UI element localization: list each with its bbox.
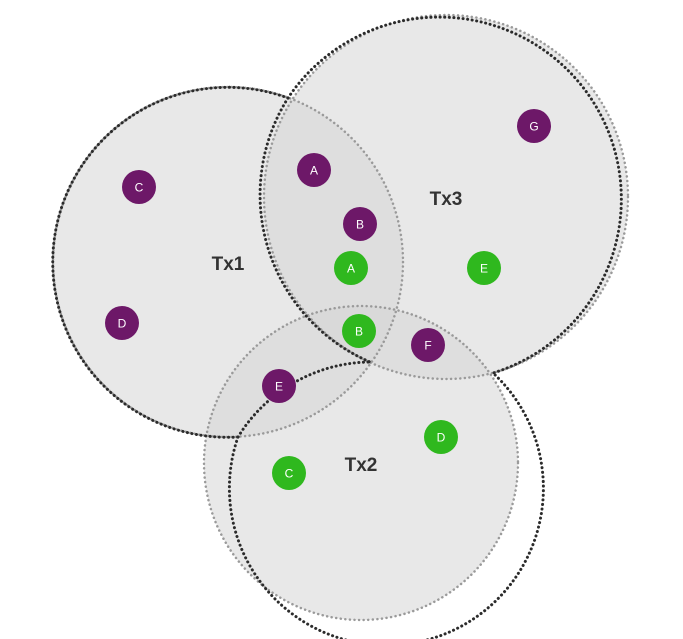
node-e-purple-label: E (275, 380, 283, 394)
node-d-green-label: D (437, 431, 446, 445)
tx2-label: Tx2 (345, 455, 378, 476)
node-c-green-dot (272, 456, 306, 490)
node-c-purple: C (122, 170, 156, 204)
node-b-purple-dot (343, 207, 377, 241)
node-b-green-dot (342, 314, 376, 348)
node-b-purple-label: B (356, 218, 364, 232)
node-e-purple-dot (262, 369, 296, 403)
node-c-purple-dot (122, 170, 156, 204)
node-a-purple-dot (297, 153, 331, 187)
tx1-outer-outline (51, 85, 290, 439)
node-f-purple-dot (411, 328, 445, 362)
node-e-green: E (467, 251, 501, 285)
tx1-label: Tx1 (212, 254, 245, 275)
node-g-purple: G (517, 109, 551, 143)
tx3-label: Tx3 (430, 189, 463, 210)
node-d-purple: D (105, 306, 139, 340)
node-f-purple-label: F (424, 339, 431, 353)
node-a-green-label: A (347, 262, 355, 276)
node-e-purple: E (262, 369, 296, 403)
node-a-green: A (334, 251, 368, 285)
node-g-purple-label: G (529, 120, 538, 134)
node-c-green: C (272, 456, 306, 490)
node-d-purple-dot (105, 306, 139, 340)
node-c-purple-label: C (135, 181, 144, 195)
node-b-green-label: B (355, 325, 363, 339)
node-d-purple-label: D (118, 317, 127, 331)
tx2-inner-outline (202, 304, 520, 622)
circle-fills (53, 15, 628, 620)
node-a-green-dot (334, 251, 368, 285)
node-a-purple-label: A (310, 164, 318, 178)
node-g-purple-dot (517, 109, 551, 143)
tx2-outer-outline (227, 371, 545, 639)
node-b-green: B (342, 314, 376, 348)
node-c-green-label: C (285, 467, 294, 481)
node-a-purple: A (297, 153, 331, 187)
node-e-green-dot (467, 251, 501, 285)
node-e-green-label: E (480, 262, 488, 276)
tx3-inner-outline (262, 13, 630, 381)
node-b-purple: B (343, 207, 377, 241)
tx3-circle-fill (264, 15, 628, 379)
node-d-green: D (424, 420, 458, 454)
node-d-green-dot (424, 420, 458, 454)
node-f-purple: F (411, 328, 445, 362)
tx3-tx1-boundary (258, 96, 372, 364)
